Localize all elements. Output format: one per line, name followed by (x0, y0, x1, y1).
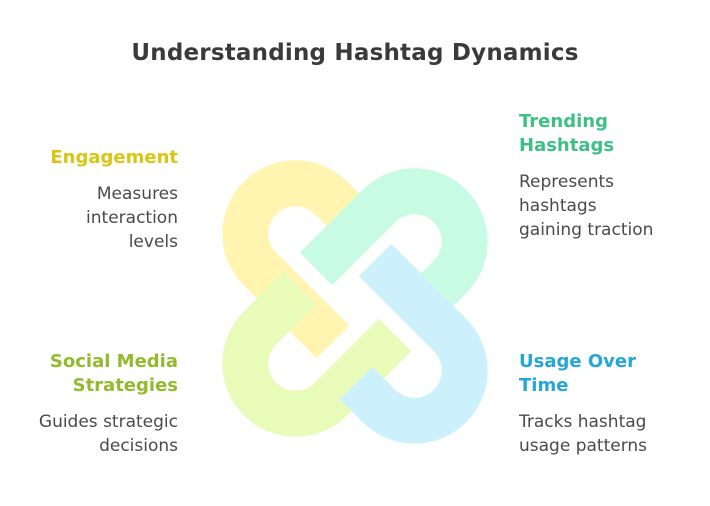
usage-heading-line: Usage Over (519, 351, 636, 372)
usage-heading-line: Time (519, 375, 569, 396)
social-heading-line: Social Media (49, 351, 178, 372)
usage-description: Tracks hashtag usage patterns (519, 410, 710, 458)
trending-heading: Trending Hashtags (519, 110, 710, 158)
usage-desc-line: Tracks hashtag (519, 412, 647, 432)
trending-description: Represents hashtags gaining traction (519, 170, 710, 242)
trending-desc-line: Represents (519, 172, 614, 192)
usage-desc-line: usage patterns (519, 436, 648, 456)
link-social (222, 271, 412, 437)
social-block: Social Media Strategies Guides strategic… (0, 350, 178, 458)
engagement-block: Engagement Measures interaction levels (0, 146, 178, 254)
trending-desc-line: hashtags (519, 196, 597, 216)
usage-heading: Usage Over Time (519, 350, 710, 398)
social-desc-line: decisions (99, 436, 178, 456)
link-trending (299, 168, 488, 331)
usage-block: Usage Over Time Tracks hashtag usage pat… (519, 350, 710, 458)
social-heading-line: Strategies (72, 375, 178, 396)
engagement-desc-line: interaction (86, 208, 178, 228)
trending-desc-line: gaining traction (519, 220, 654, 240)
social-description: Guides strategic decisions (0, 410, 178, 458)
page-title: Understanding Hashtag Dynamics (131, 40, 579, 66)
interlocking-links-graphic (222, 160, 488, 444)
trending-heading-line: Hashtags (519, 135, 615, 156)
trending-heading-line: Trending (519, 111, 608, 132)
trending-block: Trending Hashtags Represents hashtags ga… (519, 110, 710, 242)
link-usage (339, 243, 488, 444)
engagement-desc-line: levels (128, 232, 178, 252)
social-desc-line: Guides strategic (38, 412, 178, 432)
link-engagement (222, 160, 369, 359)
engagement-desc-line: Measures (96, 184, 178, 204)
social-heading: Social Media Strategies (0, 350, 178, 398)
engagement-description: Measures interaction levels (0, 182, 178, 254)
engagement-heading: Engagement (50, 147, 178, 168)
